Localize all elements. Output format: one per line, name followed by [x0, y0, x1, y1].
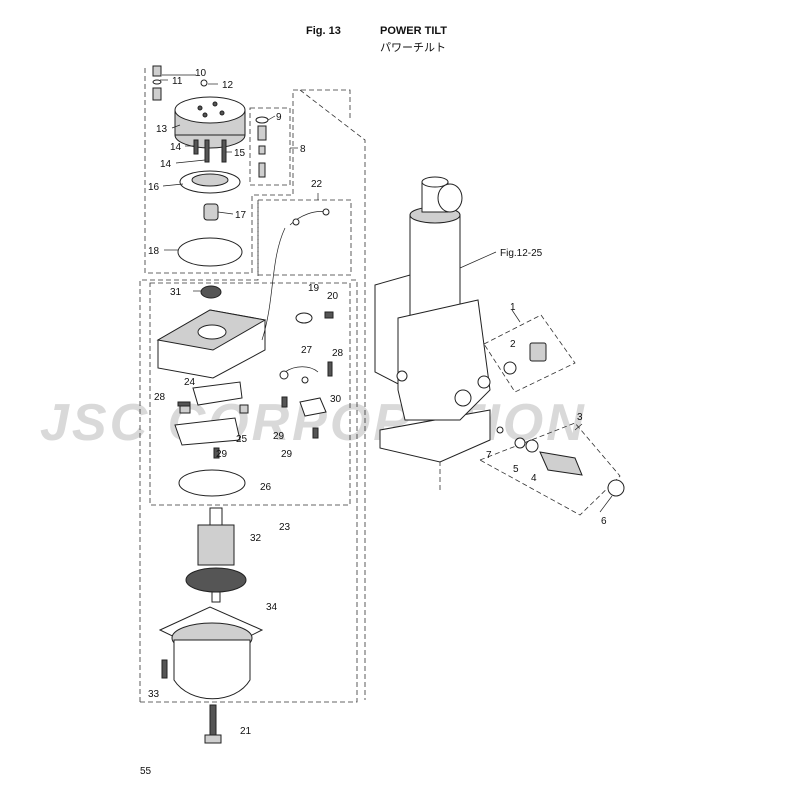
callout-27: 27 [301, 345, 313, 356]
brush-plate-25 [174, 417, 241, 446]
wire-harness-22 [261, 208, 330, 341]
callout-22: 22 [311, 179, 323, 190]
callout-13: 13 [156, 124, 168, 135]
brush-holder-30 [299, 397, 327, 417]
bolts-14-15 [193, 139, 227, 163]
callout-8: 8 [300, 144, 306, 155]
callout-34: 34 [266, 602, 278, 613]
callout-20: 20 [327, 291, 339, 302]
callout-1: 1 [510, 302, 516, 313]
page-number: 55 [140, 766, 152, 777]
callout-10: 10 [195, 68, 207, 79]
motor-end-cap [156, 309, 267, 379]
group-box-23 [149, 282, 351, 506]
callout-29-bottom: 29 [216, 449, 228, 460]
callout-2: 2 [510, 339, 516, 350]
o-ring-18 [177, 237, 243, 267]
callout-33: 33 [148, 689, 160, 700]
callout-11: 11 [172, 76, 183, 87]
callout-14-upper: 14 [170, 142, 182, 153]
tilt-cylinder-assembly [374, 176, 491, 463]
bolt-21 [204, 704, 222, 744]
leader-lines [160, 74, 613, 513]
callout-5: 5 [513, 464, 519, 475]
callout-18: 18 [148, 246, 160, 257]
callout-12: 12 [222, 80, 234, 91]
o-ring-12 [200, 79, 208, 87]
check-valve-parts-9 [255, 116, 269, 178]
figure-number: Fig. 13 [306, 25, 341, 37]
callout-numbers: 1 2 3 4 5 6 7 8 9 10 11 12 13 14 14 15 1… [148, 68, 607, 737]
group-box-22 [257, 199, 352, 276]
screw-33 [161, 659, 168, 679]
callout-30: 30 [330, 394, 342, 405]
group-box-3 [479, 422, 621, 516]
callout-28-upper: 28 [332, 348, 344, 359]
callout-16: 16 [148, 182, 160, 193]
callout-6: 6 [601, 516, 607, 527]
group-outline-main-left [139, 200, 259, 702]
reference-figure-label: Fig.12-25 [500, 248, 543, 259]
armature-32 [185, 507, 247, 603]
o-ring-26 [178, 469, 246, 497]
callout-4: 4 [531, 473, 537, 484]
pump-head [174, 96, 246, 149]
group-box-1 [483, 314, 576, 393]
figure-title: POWER TILT [380, 25, 448, 37]
callout-17: 17 [235, 210, 247, 221]
callout-29-right: 29 [281, 449, 293, 460]
bearing-31 [200, 285, 222, 299]
callout-3: 3 [577, 412, 583, 423]
pump-plate-16 [179, 170, 241, 194]
plug-1-parts [503, 342, 547, 375]
figure-title-japanese: パワーチルト [380, 41, 446, 54]
callout-9: 9 [276, 112, 282, 123]
group-outline-top [144, 68, 351, 274]
callout-32: 32 [250, 533, 262, 544]
filter-17 [203, 203, 219, 221]
callout-14-lower: 14 [160, 159, 172, 170]
group-outline-diagonal [299, 89, 366, 700]
brush-holder-24 [179, 381, 249, 414]
valve-parts-11 [152, 65, 162, 101]
callout-7: 7 [486, 450, 492, 461]
wire-lead-27 [279, 366, 319, 384]
callout-29-left: 29 [273, 431, 285, 442]
callout-23: 23 [279, 522, 291, 533]
callout-15: 15 [234, 148, 246, 159]
group-outline-main-right [140, 279, 358, 703]
callout-25: 25 [236, 434, 248, 445]
group-box-8 [249, 107, 291, 186]
clip-19-screw-20 [295, 311, 334, 324]
callout-31: 31 [170, 287, 182, 298]
motor-yoke-34 [158, 606, 264, 700]
springs-28 [177, 361, 333, 407]
callout-21: 21 [240, 726, 252, 737]
callout-26: 26 [260, 482, 272, 493]
callout-24: 24 [184, 377, 196, 388]
valve-3-parts [496, 426, 625, 497]
callout-28-lower: 28 [154, 392, 166, 403]
callout-19: 19 [308, 283, 320, 294]
screws-29 [213, 396, 319, 459]
